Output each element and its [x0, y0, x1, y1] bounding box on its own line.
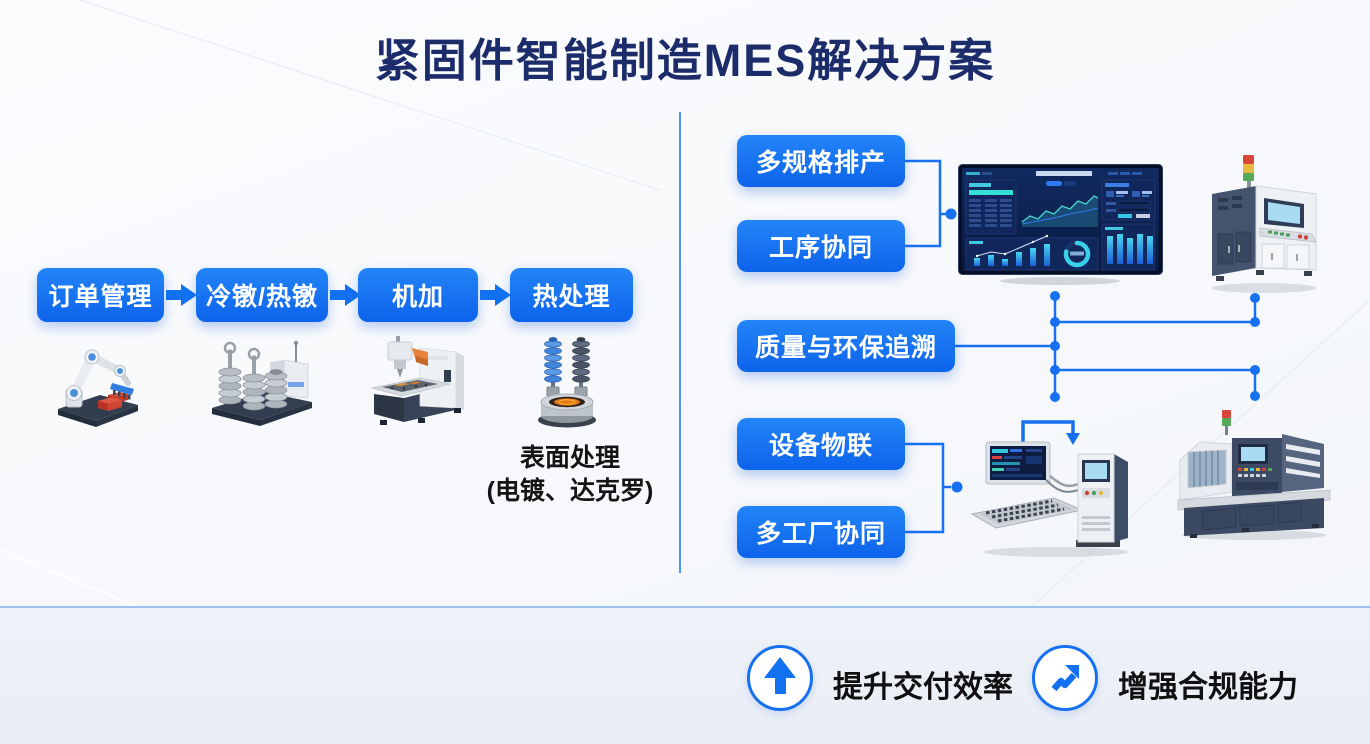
benefit-badge-delivery [747, 645, 813, 711]
arrow-right-icon [166, 284, 197, 306]
benefit-label-delivery: 提升交付效率 [833, 671, 1013, 704]
feature-multi-factory: 多工厂协同 [737, 506, 905, 558]
benefit-label-compliance: 增强合规能力 [1118, 671, 1298, 704]
arrow-right-icon [480, 284, 511, 306]
inspection-machine-illustration [1212, 155, 1317, 293]
flow-step-order-management: 订单管理 [37, 268, 164, 322]
heading-press-icon [212, 340, 312, 426]
heat-treatment-icon [538, 337, 596, 428]
cnc-machining-icon [371, 336, 464, 425]
arrow-right-icon [330, 284, 361, 306]
workstation-illustration [970, 420, 1128, 557]
surface-note-line1: 表面处理 [519, 444, 620, 472]
feature-quality-traceability: 质量与环保追溯 [737, 320, 955, 372]
feature-equipment-iot: 设备物联 [737, 418, 905, 470]
vertical-divider [679, 112, 681, 573]
page-title: 紧固件智能制造MES解决方案 [374, 35, 996, 86]
surface-note-line2: (电镀、达克罗) [486, 476, 654, 505]
robot-arm-icon [58, 349, 138, 427]
horizontal-divider [0, 606, 1370, 608]
feature-multi-spec-scheduling: 多规格排产 [737, 135, 905, 187]
cnc-lathe-illustration [1177, 410, 1331, 540]
bottom-band [0, 608, 1370, 744]
benefit-badge-compliance [1032, 645, 1098, 711]
surface-treatment-note: 表面处理 (电镀、达克罗) [468, 442, 672, 507]
flow-step-heading: 冷镦/热镦 [196, 268, 328, 322]
feature-process-collaboration: 工序协同 [737, 220, 905, 272]
arrow-up-right-icon [1051, 665, 1079, 692]
mes-dashboard-screen [958, 164, 1163, 285]
flow-step-machining: 机加 [358, 268, 478, 322]
flow-step-heat-treatment: 热处理 [510, 268, 633, 322]
